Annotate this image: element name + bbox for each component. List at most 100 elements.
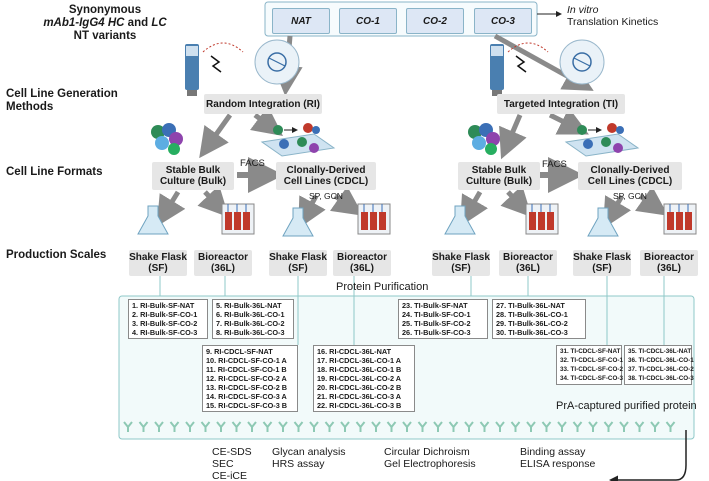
sample-entry: 5. RI-Bulk-36L-NAT — [216, 301, 282, 310]
ti-cdcl-36l-box: Bioreactor(36L) — [640, 250, 698, 276]
ri-cdcl-36l-box: Bioreactor(36L) — [333, 250, 391, 276]
dna-cassette-right — [490, 39, 605, 96]
sample-entry: 20. RI-CDCL-36L-CO-2 B — [317, 383, 402, 392]
ti-bulk-36l-box: Bioreactor(36L) — [499, 250, 557, 276]
sample-entry: 37. TI-CDCL-36L-CO-2 — [628, 366, 694, 373]
antibody-icon-row — [123, 421, 676, 432]
antibody-icon — [526, 421, 536, 432]
production-scales-label: Production Scales — [6, 249, 107, 261]
bioreactor-icons — [221, 203, 697, 235]
ri-cdcl-sf-box: Shake Flask(SF) — [269, 250, 327, 276]
antibody-icon — [665, 421, 676, 432]
sample-entry: 1. RI-Bulk-SF-NAT — [132, 301, 195, 310]
antibody-icon — [619, 421, 629, 432]
sample-entry: 23. TI-Bulk-SF-NAT — [402, 301, 468, 310]
sample-entry: 29. TI-Bulk-36L-CO-2 — [496, 319, 568, 328]
ti-cdcl-sf-box: Shake Flask(SF) — [573, 250, 631, 276]
sample-entry: 33. TI-CDCL-SF-CO-2 — [560, 366, 623, 373]
antibody-icon — [309, 421, 319, 432]
antibody-icon — [479, 421, 490, 432]
sample-entry: 6. RI-Bulk-36L-CO-1 — [216, 310, 285, 319]
format-to-scale-arrows — [156, 185, 669, 229]
sample-entry: 9. RI-CDCL-SF-NAT — [206, 347, 273, 356]
sample-entry: 15. RI-CDCL-SF-CO-3 B — [206, 401, 288, 410]
antibody-icon — [169, 421, 180, 432]
sample-entry: 17. RI-CDCL-36L-CO-1 A — [317, 356, 402, 365]
prA-captured-label: PrA-captured purified protein — [556, 400, 697, 412]
antibody-icon — [386, 421, 397, 432]
analysis-arrow — [609, 430, 687, 481]
variant-co-2: CO-2 — [406, 8, 464, 34]
variant-co-1: CO-1 — [339, 8, 397, 34]
antibody-icon — [278, 421, 288, 432]
antibody-icon — [247, 421, 257, 432]
sample-entry: 34. TI-CDCL-SF-CO-3 — [560, 375, 623, 382]
variant-container — [264, 1, 538, 37]
ri-sp-gcn-label: SP, GCN — [309, 191, 343, 201]
sample-entry: 32. TI-CDCL-SF-CO-1 — [560, 357, 623, 364]
antibody-icon — [123, 421, 133, 432]
antibody-icon — [603, 421, 614, 432]
sample-entry: 4. RI-Bulk-SF-CO-3 — [132, 328, 198, 337]
antibody-icon — [417, 421, 428, 432]
sample-entry: 11. RI-CDCL-SF-CO-1 B — [206, 365, 287, 374]
scale-to-panel-lines — [159, 276, 665, 345]
cell-line-formats-label: Cell Line Formats — [6, 166, 103, 178]
sample-entry: 10. RI-CDCL-SF-CO-1 A — [206, 356, 287, 365]
ti-bulk-sf-box: Shake Flask(SF) — [432, 250, 490, 276]
antibody-icon — [138, 421, 149, 432]
method-to-format-arrows — [199, 106, 589, 160]
synonymous-label: Synonymous mAb1-IgG4 HC and LC NT varian… — [43, 4, 167, 42]
sample-entry: 30. TI-Bulk-36L-CO-3 — [496, 328, 568, 337]
sample-entry: 36. TI-CDCL-36L-CO-1 — [628, 357, 694, 364]
antibody-icon — [634, 421, 645, 432]
variant-nat: NAT — [272, 8, 330, 34]
sample-entry: 7. RI-Bulk-36L-CO-2 — [216, 319, 285, 328]
antibody-icon — [216, 421, 226, 432]
variant-co-3: CO-3 — [474, 8, 532, 34]
sample-entry: 13. RI-CDCL-SF-CO-2 B — [206, 383, 288, 392]
variant-to-method-arrows — [272, 33, 594, 96]
antibody-icon — [510, 421, 521, 432]
sample-entry: 21. RI-CDCL-36L-CO-3 A — [317, 392, 402, 401]
antibody-icon — [371, 421, 381, 432]
sample-entry: 28. TI-Bulk-36L-CO-1 — [496, 310, 568, 319]
sample-entry: 18. RI-CDCL-36L-CO-1 B — [317, 365, 402, 374]
antibody-icon — [293, 421, 304, 432]
antibody-icon — [154, 421, 164, 432]
sample-entry: 2. RI-Bulk-SF-CO-1 — [132, 310, 198, 319]
targeted-integration-box: Targeted Integration (TI) — [497, 94, 625, 114]
sample-entry: 27. TI-Bulk-36L-NAT — [496, 301, 565, 310]
sample-entry: 22. RI-CDCL-36L-CO-3 B — [317, 401, 402, 410]
antibody-icon — [650, 421, 660, 432]
antibody-icon — [262, 421, 273, 432]
sample-entry: 12. RI-CDCL-SF-CO-2 A — [206, 374, 287, 383]
antibody-icon — [588, 421, 598, 432]
antibody-icon — [200, 421, 211, 432]
antibody-icon — [541, 421, 552, 432]
antibody-icon — [231, 421, 242, 432]
ri-bulk-36l-box: Bioreactor(36L) — [194, 250, 252, 276]
ri-facs-label: FACS — [240, 158, 265, 169]
ti-sp-gcn-label: SP, GCN — [613, 191, 647, 201]
sample-entry: 26. TI-Bulk-SF-CO-3 — [402, 328, 471, 337]
antibody-icon — [495, 421, 505, 432]
sample-entry: 35. TI-CDCL-36L-NAT — [628, 348, 692, 355]
sample-entry: 19. RI-CDCL-36L-CO-2 A — [317, 374, 402, 383]
ti-facs-label: FACS — [542, 159, 567, 170]
sample-entry: 14. RI-CDCL-SF-CO-3 A — [206, 392, 287, 401]
